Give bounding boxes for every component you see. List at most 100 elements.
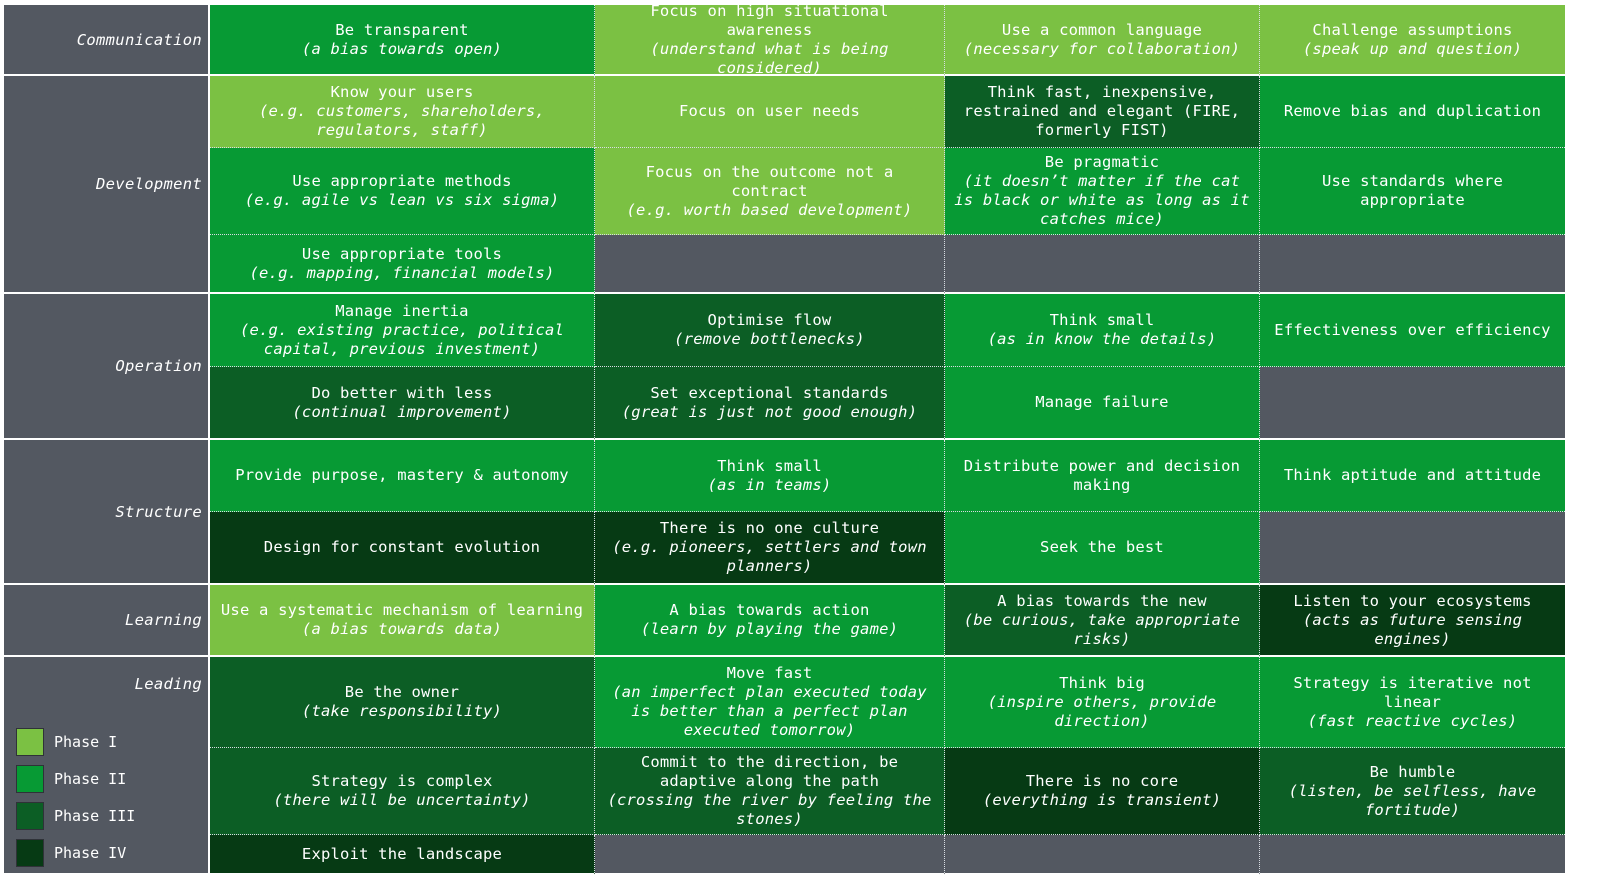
- principle-text: Focus on the outcome not a contract: [645, 162, 894, 200]
- principle-content: Focus on high situational awareness(unde…: [603, 2, 936, 78]
- principle-content: Use standards where appropriate: [1268, 172, 1557, 210]
- principle-note: (a bias towards open): [301, 39, 503, 58]
- category-development: Development: [4, 76, 208, 294]
- principle-content: Be transparent(a bias towards open): [302, 21, 502, 59]
- principle-text: Provide purpose, mastery & autonomy: [235, 466, 569, 484]
- principle-cell: Manage failure: [945, 367, 1260, 440]
- legend-label: Phase IV: [54, 843, 127, 862]
- principle-note: (listen, be selfless, have fortitude): [1288, 781, 1537, 819]
- principle-content: Move fast(an imperfect plan executed tod…: [603, 664, 936, 740]
- principle-text: Use appropriate tools: [301, 244, 503, 263]
- legend-label: Phase II: [54, 769, 127, 788]
- principle-content: Be pragmatic(it doesn’t matter if the ca…: [953, 153, 1251, 229]
- principle-text: Be the owner: [344, 683, 460, 701]
- principle-cell: Be the owner(take responsibility): [210, 657, 595, 748]
- principle-cell: Move fast(an imperfect plan executed tod…: [595, 657, 945, 748]
- principle-note: (great is just not good enough): [621, 402, 918, 421]
- principle-content: Focus on the outcome not a contract(e.g.…: [603, 163, 936, 220]
- principle-note: (e.g. pioneers, settlers and town planne…: [612, 538, 927, 575]
- principle-text: Seek the best: [1040, 538, 1164, 556]
- principle-cell: Know your users(e.g. customers, sharehol…: [210, 76, 595, 148]
- principle-cell: There is no one culture(e.g. pioneers, s…: [595, 512, 945, 585]
- principle-cell: Strategy is complex(there will be uncert…: [210, 748, 595, 835]
- principle-cell: Effectiveness over efficiency: [1260, 294, 1565, 367]
- principle-cell: Use standards where appropriate: [1260, 148, 1565, 235]
- principle-note: (e.g. customers, shareholders, regulator…: [259, 102, 545, 139]
- principle-cell: Think big(inspire others, provide direct…: [945, 657, 1260, 748]
- principle-cell: A bias towards action(learn by playing t…: [595, 585, 945, 657]
- empty-cell: [1260, 235, 1565, 294]
- principle-content: Use appropriate methods(e.g. agile vs le…: [245, 172, 560, 210]
- principle-text: Use a common language: [1001, 20, 1203, 39]
- principle-text: Commit to the direction, be adaptive alo…: [640, 753, 899, 790]
- principle-note: (e.g. worth based development): [626, 200, 913, 219]
- category-communication: Communication: [4, 5, 208, 76]
- principle-text: A bias towards the new: [997, 591, 1207, 610]
- empty-cell: [945, 235, 1260, 294]
- principle-text: Exploit the landscape: [301, 844, 503, 863]
- principle-cell: Challenge assumptions(speak up and quest…: [1260, 5, 1565, 76]
- principle-cell: Use a systematic mechanism of learning(a…: [210, 585, 595, 657]
- principle-text: Think small: [1049, 311, 1155, 329]
- principle-text: Think fast, inexpensive, restrained and …: [963, 83, 1241, 139]
- principle-note: (continual improvement): [292, 402, 512, 421]
- principle-cell: Think small(as in know the details): [945, 294, 1260, 367]
- principle-text: Optimise flow: [707, 311, 832, 329]
- principle-cell: Commit to the direction, be adaptive alo…: [595, 748, 945, 835]
- principle-cell: Use appropriate methods(e.g. agile vs le…: [210, 148, 595, 235]
- principle-content: A bias towards the new(be curious, take …: [953, 592, 1251, 649]
- category-operation: Operation: [4, 294, 208, 440]
- principle-cell: There is no core(everything is transient…: [945, 748, 1260, 835]
- legend-label: Phase III: [54, 806, 136, 825]
- principle-note: (speak up and question): [1302, 39, 1523, 58]
- principle-text: Be humble: [1369, 762, 1456, 781]
- principle-content: A bias towards action(learn by playing t…: [641, 601, 898, 639]
- principle-note: (acts as future sensing engines): [1302, 610, 1523, 648]
- principle-content: Focus on user needs: [679, 102, 860, 121]
- category-label: Communication: [76, 30, 202, 49]
- principle-content: Think fast, inexpensive, restrained and …: [953, 83, 1251, 140]
- principle-text: Be transparent: [335, 20, 469, 39]
- category-learning: Learning: [4, 585, 208, 657]
- principle-text: Know your users: [330, 83, 474, 101]
- principle-note: (remove bottlenecks): [674, 330, 865, 348]
- principle-text: Strategy is complex: [311, 772, 493, 790]
- category-label: Learning: [124, 611, 202, 629]
- principle-cell: Design for constant evolution: [210, 512, 595, 585]
- principle-content: Manage inertia(e.g. existing practice, p…: [218, 302, 586, 359]
- principle-note: (everything is transient): [982, 791, 1222, 809]
- principle-text: Think small: [717, 456, 822, 475]
- principle-note: (an imperfect plan executed today is bet…: [612, 683, 927, 739]
- principle-cell: Be transparent(a bias towards open): [210, 5, 595, 76]
- principle-text: Focus on user needs: [678, 102, 861, 120]
- principle-content: Think aptitude and attitude: [1284, 466, 1541, 485]
- principle-note: (a bias towards data): [301, 620, 503, 638]
- principle-note: (learn by playing the game): [640, 620, 899, 638]
- principle-content: Use a systematic mechanism of learning(a…: [221, 601, 583, 639]
- principle-text: Think big: [1059, 673, 1145, 692]
- principle-text: Manage inertia: [335, 301, 469, 320]
- principle-content: Seek the best: [1040, 538, 1164, 557]
- principle-cell: Be humble(listen, be selfless, have fort…: [1260, 748, 1565, 835]
- principle-text: Remove bias and duplication: [1283, 102, 1542, 120]
- principle-text: Be pragmatic: [1044, 153, 1160, 171]
- principle-note: (e.g. agile vs lean vs six sigma): [244, 191, 560, 209]
- category-label: Leading: [134, 675, 202, 693]
- principle-text: Move fast: [726, 664, 813, 682]
- principle-note: (inspire others, provide direction): [987, 692, 1217, 730]
- category-label: Development: [96, 175, 202, 193]
- principle-content: Know your users(e.g. customers, sharehol…: [218, 83, 586, 140]
- principle-content: Use appropriate tools(e.g. mapping, fina…: [249, 245, 554, 283]
- principle-note: (e.g. mapping, financial models): [249, 263, 555, 282]
- principle-cell: Optimise flow(remove bottlenecks): [595, 294, 945, 367]
- principle-cell: Focus on user needs: [595, 76, 945, 148]
- principle-note: (fast reactive cycles): [1307, 711, 1518, 730]
- principle-note: (e.g. existing practice, political capit…: [239, 320, 565, 358]
- principle-cell: Be pragmatic(it doesn’t matter if the ca…: [945, 148, 1260, 235]
- empty-cell: [595, 835, 945, 875]
- principle-content: Think big(inspire others, provide direct…: [953, 674, 1251, 731]
- principle-text: A bias towards action: [669, 601, 870, 619]
- principle-note: (understand what is being considered): [650, 39, 889, 77]
- principle-cell: Think small(as in teams): [595, 440, 945, 512]
